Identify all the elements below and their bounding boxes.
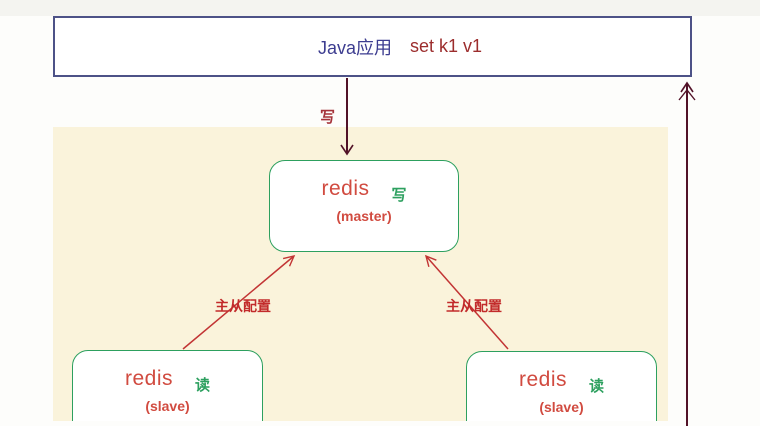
redis-slave-right-node: redis 读 (slave) <box>466 351 657 421</box>
java-app-label: Java应用 <box>317 37 392 58</box>
slave-left-role: (slave) <box>145 398 190 414</box>
master-title-row: redis 写 <box>321 177 406 205</box>
sync-right-edge-label: 主从配置 <box>446 298 502 314</box>
redis-command-text: set k1 v1 <box>409 36 483 56</box>
slave-right-op-read: 读 <box>589 378 605 395</box>
slave-left-name: redis <box>124 367 173 390</box>
slave-right-name: redis <box>518 368 567 391</box>
redis-master-node: redis 写 (master) <box>269 160 459 252</box>
master-role: (master) <box>336 207 392 224</box>
sync-left-edge-label: 主从配置 <box>215 298 271 314</box>
master-op-write: 写 <box>391 186 407 204</box>
top-margin-band <box>0 0 760 16</box>
slave-left-title-row: redis 读 <box>125 367 210 395</box>
slave-right-title-row: redis 读 <box>519 368 604 396</box>
write-edge-label: 写 <box>320 109 336 126</box>
java-app-node: Java应用 set k1 v1 <box>53 16 692 77</box>
redis-slave-left-node: redis 读 (slave) <box>72 350 263 421</box>
read-return-line-outer-chevron <box>678 88 696 101</box>
slave-right-role: (slave) <box>539 399 584 415</box>
master-name: redis <box>321 176 370 200</box>
redis-cluster-panel: redis 写 (master) redis 读 (slave) redis 读… <box>53 127 668 421</box>
slave-left-op-read: 读 <box>195 377 211 394</box>
